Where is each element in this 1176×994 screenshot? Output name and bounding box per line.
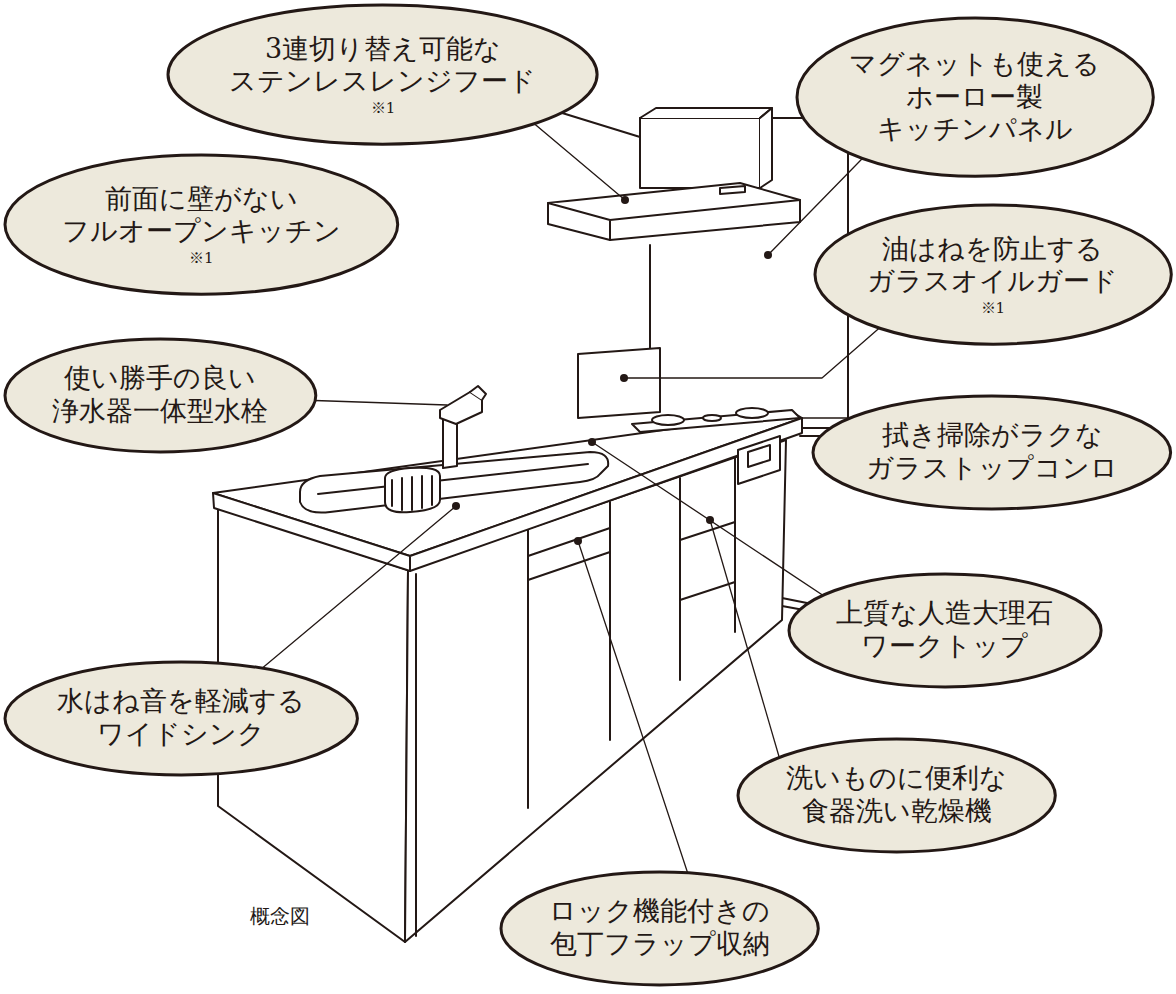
callout-text: 拭き掃除がラクな ガラストップコンロ <box>866 419 1118 485</box>
footnote-mark: ※1 <box>371 99 396 117</box>
callout-ellipse: 上質な人造大理石 ワークトップ <box>787 572 1103 689</box>
callout-text-group: 拭き掃除がラクな ガラストップコンロ <box>866 419 1118 485</box>
callout-text-group: マグネットも使える ホーロー製 キッチンパネル <box>849 48 1100 147</box>
callout-text: 3連切り替え可能な ステンレスレンジフード <box>229 33 536 99</box>
callout-ellipse: 3連切り替え可能な ステンレスレンジフード※1 <box>166 3 599 146</box>
leader-dots <box>452 196 772 545</box>
callout-text-group: 3連切り替え可能な ステンレスレンジフード※1 <box>229 33 536 118</box>
callout-ellipse: 水はね音を軽減する ワイドシンク <box>3 660 359 777</box>
callout-text: 使い勝手の良い 浄水器一体型水栓 <box>52 362 268 428</box>
callout-text-group: 油はねを防止する ガラスオイルガード※1 <box>867 233 1118 318</box>
callout-text: 油はねを防止する ガラスオイルガード <box>867 233 1118 299</box>
faucet <box>440 386 486 468</box>
callout-ellipse: 前面に壁がない フルオープンキッチン※1 <box>3 153 400 296</box>
callout-text-group: 洗いものに便利な 食器洗い乾燥機 <box>786 762 1007 828</box>
footnote-mark: ※1 <box>189 249 214 267</box>
figure-note: 概念図 <box>250 903 310 930</box>
callout-ellipse: 洗いものに便利な 食器洗い乾燥機 <box>736 737 1057 854</box>
callout-text: ロック機能付きの 包丁フラップ収納 <box>549 895 770 961</box>
callout-ellipse: 油はねを防止する ガラスオイルガード※1 <box>813 203 1173 346</box>
callout-text: 前面に壁がない フルオープンキッチン <box>62 183 341 249</box>
callout-text-group: 上質な人造大理石 ワークトップ <box>836 597 1053 663</box>
stove <box>632 408 800 432</box>
callout-ellipse: 使い勝手の良い 浄水器一体型水栓 <box>3 337 318 454</box>
range-hood <box>548 108 800 240</box>
footnote-mark: ※1 <box>981 299 1006 317</box>
callout-text: 洗いものに便利な 食器洗い乾燥機 <box>786 762 1007 828</box>
oil-guard <box>578 348 660 418</box>
callout-text-group: 使い勝手の良い 浄水器一体型水栓 <box>52 362 268 428</box>
callout-text: 上質な人造大理石 ワークトップ <box>836 597 1053 663</box>
callout-ellipse: マグネットも使える ホーロー製 キッチンパネル <box>795 16 1155 178</box>
callout-text-group: ロック機能付きの 包丁フラップ収納 <box>549 895 770 961</box>
callout-text-group: 水はね音を軽減する ワイドシンク <box>57 685 305 751</box>
callout-text-group: 前面に壁がない フルオープンキッチン※1 <box>62 183 341 268</box>
callout-ellipse: ロック機能付きの 包丁フラップ収納 <box>499 870 820 987</box>
callout-text: マグネットも使える ホーロー製 キッチンパネル <box>849 48 1100 147</box>
callout-ellipse: 拭き掃除がラクな ガラストップコンロ <box>811 394 1173 511</box>
callout-text: 水はね音を軽減する ワイドシンク <box>57 685 305 751</box>
